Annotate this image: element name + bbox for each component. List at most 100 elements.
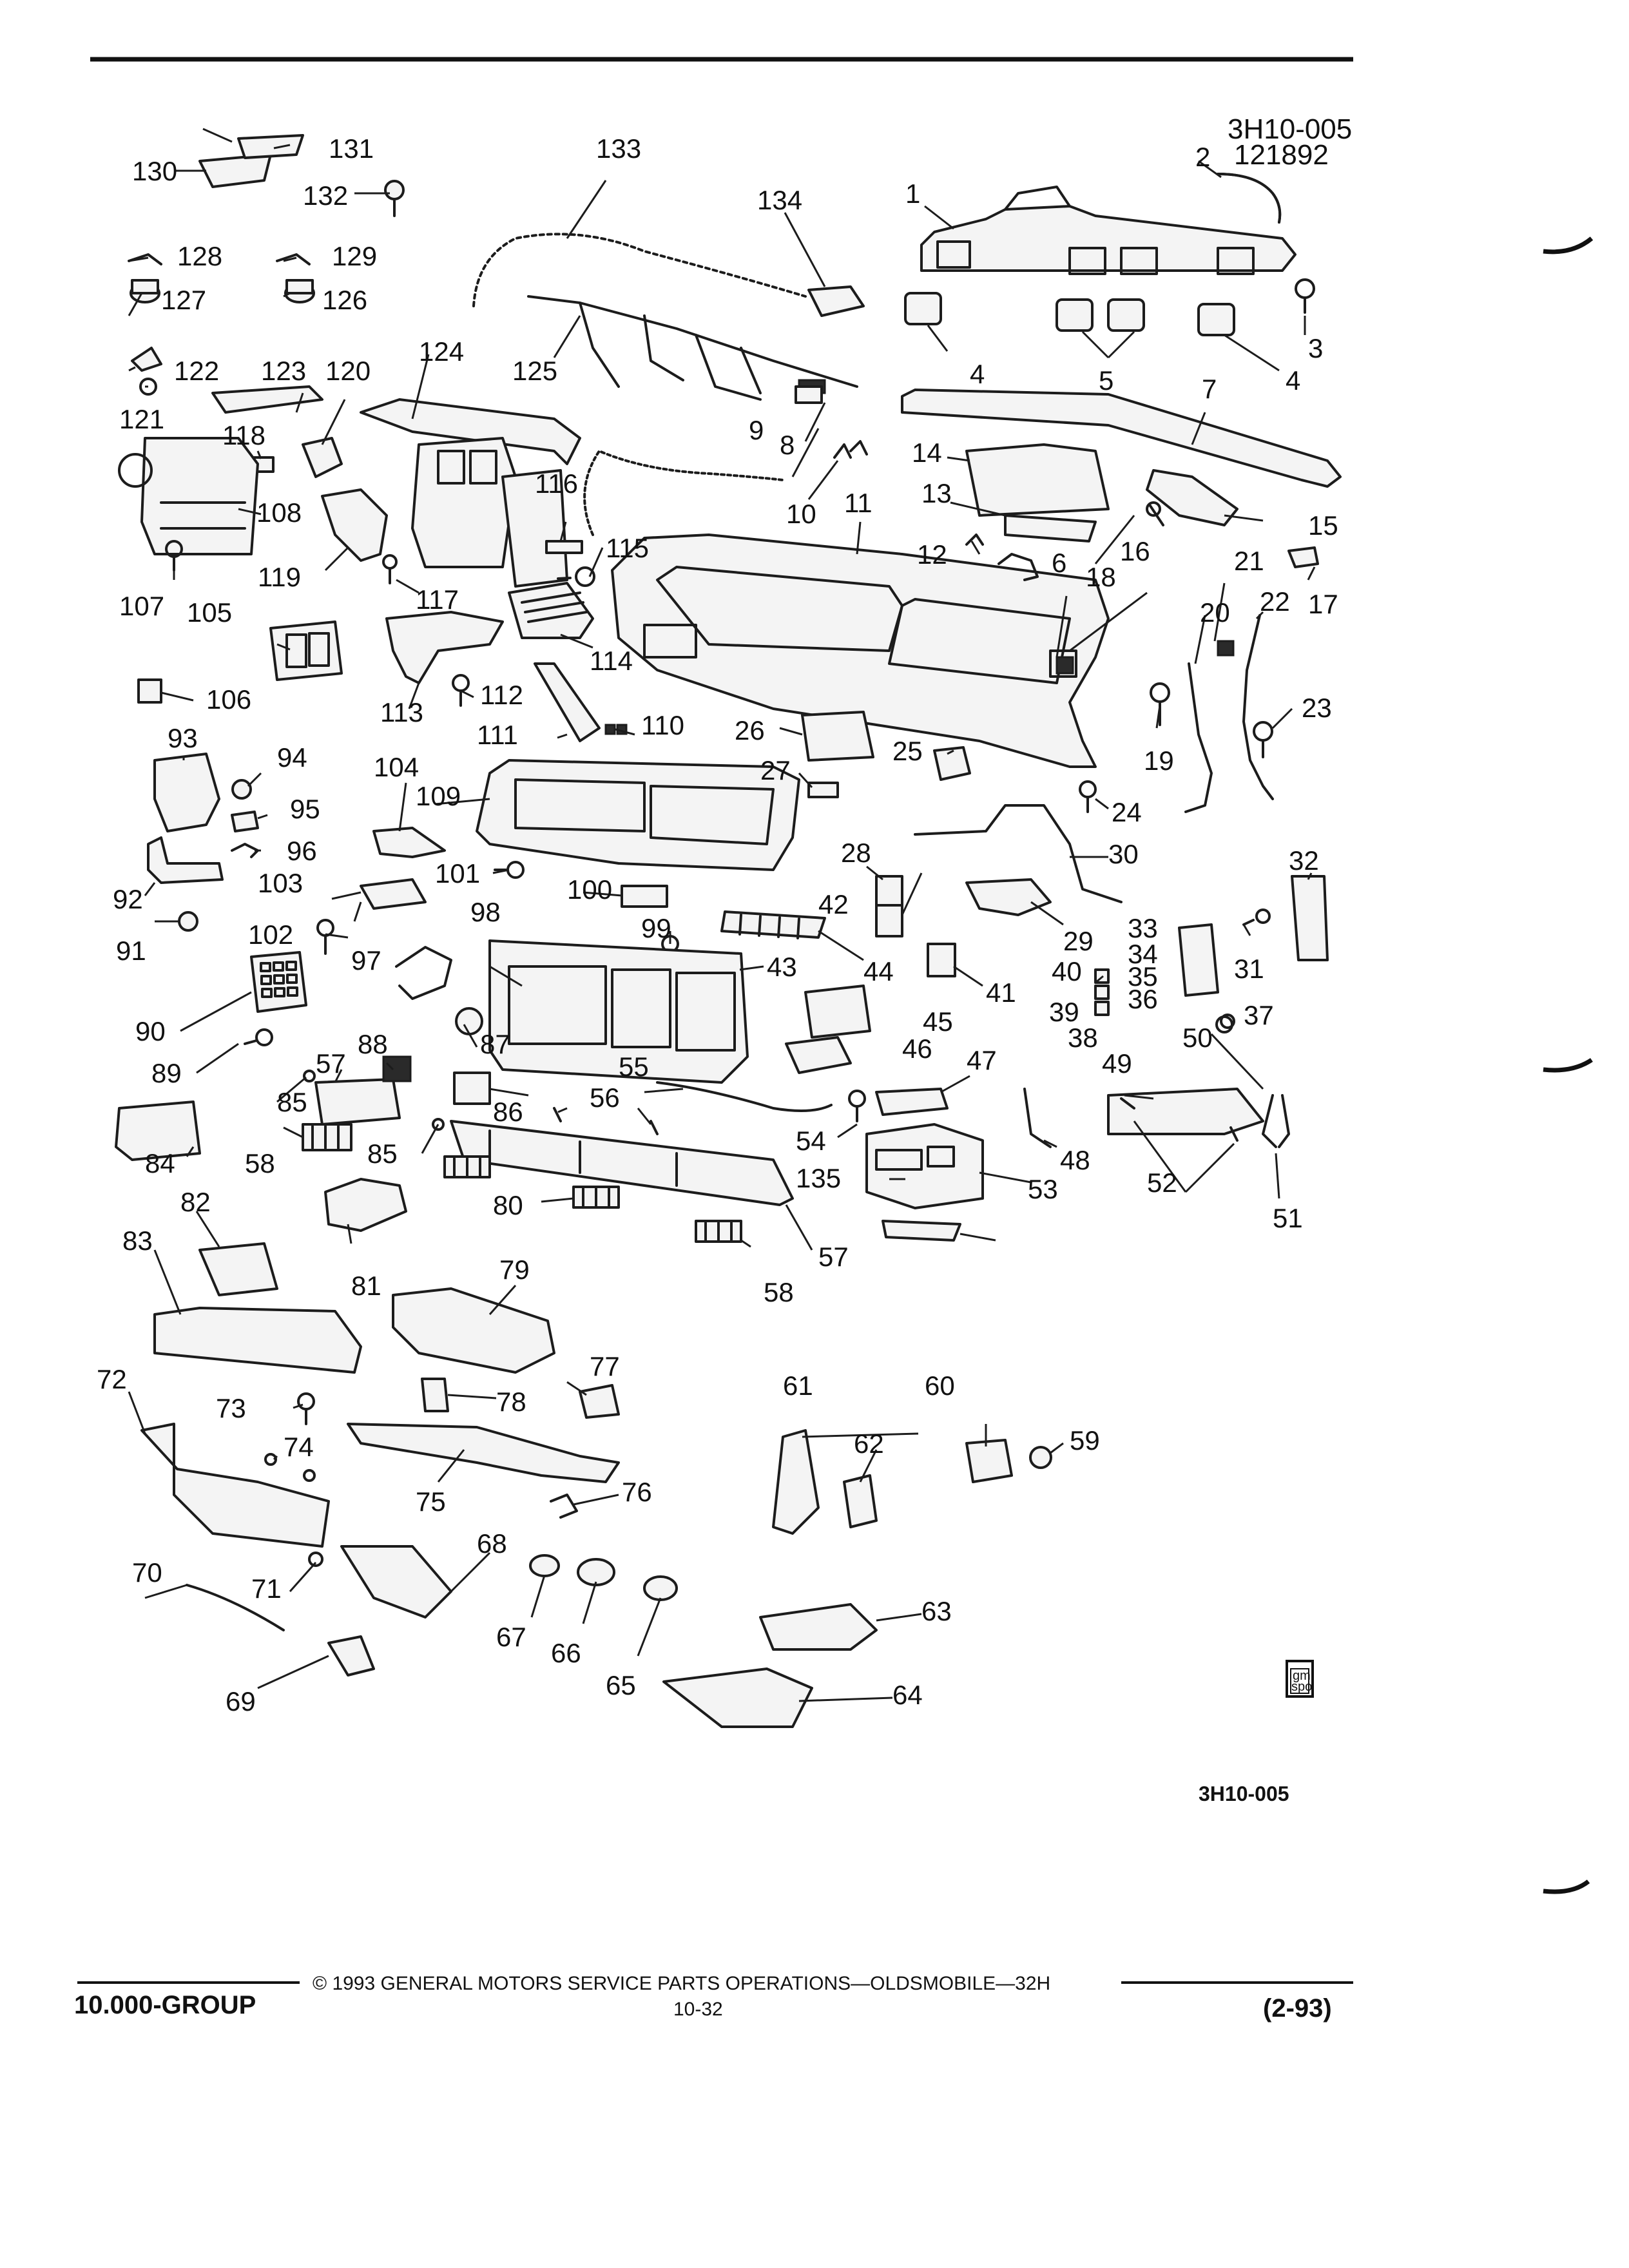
part-screw-73	[297, 1392, 315, 1425]
part-connector-8	[795, 385, 823, 404]
callout-label: 35	[1128, 961, 1158, 992]
part-glovebox-door	[965, 443, 1110, 517]
callout-label: 113	[380, 697, 423, 727]
callout-label: 21	[1234, 546, 1264, 576]
part-connector-134	[807, 285, 865, 317]
part-clip-96	[231, 843, 259, 858]
callout-label: 112	[480, 680, 523, 710]
part-harness-133	[472, 233, 807, 307]
callout-label: 101	[435, 858, 480, 889]
callout-label: 128	[177, 241, 222, 271]
part-duct-113	[385, 611, 504, 684]
callout-label: 11	[844, 488, 872, 518]
part-clip-12	[965, 533, 984, 546]
callout-label: 68	[477, 1528, 507, 1559]
part-radio-49	[1107, 1088, 1264, 1135]
part-screw-102	[316, 919, 334, 955]
callout-label: 57	[818, 1242, 849, 1272]
callout-label: 65	[606, 1670, 636, 1700]
part-vent-80b	[572, 1186, 620, 1209]
callout-label: 33	[1128, 913, 1158, 943]
callout-label: 57	[316, 1048, 346, 1079]
callout-label: 56	[590, 1082, 620, 1113]
callout-label: 41	[986, 977, 1016, 1008]
callout-label: 39	[1049, 997, 1079, 1027]
part-instrument-panel	[611, 533, 1110, 768]
callout-label: 120	[325, 356, 371, 386]
callout-label: 40	[1052, 956, 1082, 986]
callout-label: 124	[419, 336, 464, 367]
part-plate-131	[237, 134, 304, 159]
illustration-code: 3H10-005	[1228, 113, 1352, 145]
part-screw-3	[1295, 278, 1315, 314]
callout-label: 94	[277, 742, 307, 773]
part-knob-126	[284, 279, 315, 303]
part-tray-79	[392, 1287, 555, 1374]
callout-label: 51	[1273, 1203, 1303, 1233]
footer-date: (2-93)	[1263, 1994, 1332, 2023]
part-latch-assembly	[1146, 469, 1239, 526]
part-screw-19	[1150, 682, 1170, 726]
part-cable-55	[656, 1081, 833, 1112]
part-screw-54	[848, 1090, 866, 1122]
callout-label: 28	[841, 838, 871, 868]
callout-label: 76	[622, 1477, 652, 1507]
part-plate-27	[807, 782, 839, 798]
callout-label: 87	[480, 1029, 510, 1059]
callout-label: 125	[512, 356, 557, 386]
callout-label: 23	[1302, 693, 1332, 723]
callout-label: 9	[749, 415, 764, 445]
part-heater-case-108	[118, 437, 259, 555]
callout-label: 46	[902, 1033, 932, 1064]
callout-label: 69	[226, 1686, 256, 1716]
callout-label: 7	[1202, 374, 1217, 404]
callout-label: 103	[258, 868, 303, 898]
callout-label: 80	[493, 1190, 523, 1220]
footer-group: 10.000-GROUP	[74, 1991, 256, 2019]
callout-label: 55	[619, 1052, 649, 1082]
part-clip-78	[421, 1378, 449, 1412]
margin-mark-3	[1543, 1879, 1590, 1894]
part-switch-42	[875, 904, 903, 937]
callout-label: 8	[780, 430, 795, 460]
callout-label: 117	[416, 584, 459, 615]
callout-label: 108	[256, 497, 302, 528]
part-clips-10	[833, 440, 868, 459]
part-strap-70	[186, 1584, 285, 1631]
part-clip-56b	[650, 1120, 659, 1135]
footer-copyright: © 1993 GENERAL MOTORS SERVICE PARTS OPER…	[313, 1973, 1050, 1994]
callout-label: 104	[374, 752, 419, 782]
part-clip-69	[327, 1635, 375, 1677]
part-clip-17	[1287, 546, 1319, 568]
part-screw-117	[382, 554, 398, 584]
part-module-84	[115, 1100, 201, 1161]
part-hvac-module	[360, 398, 581, 588]
callout-label: 71	[251, 1573, 282, 1604]
callout-label: 38	[1068, 1023, 1098, 1053]
callout-label: 63	[921, 1596, 952, 1626]
callout-label: 49	[1102, 1048, 1132, 1079]
margin-mark-2	[1543, 1058, 1593, 1073]
part-switch-28	[875, 875, 903, 907]
part-socket-66	[577, 1558, 615, 1586]
gm-spo-logo: gm spo	[1286, 1660, 1314, 1698]
part-switch-88	[382, 1055, 412, 1082]
callout-label: 61	[783, 1370, 813, 1401]
part-screw-37	[1220, 1014, 1235, 1029]
callout-label: 62	[854, 1428, 884, 1459]
callout-label: 52	[1147, 1168, 1177, 1198]
part-radio-53	[865, 1123, 984, 1209]
callout-label: 24	[1112, 797, 1142, 827]
callout-label: 15	[1308, 510, 1338, 541]
part-defroster-grille	[901, 389, 1342, 488]
callout-label: 48	[1060, 1145, 1090, 1175]
callout-label: 116	[535, 468, 578, 499]
callout-label: 122	[174, 356, 219, 386]
callout-label: 92	[113, 884, 143, 914]
callout-label: 74	[284, 1432, 314, 1462]
callout-label: 134	[757, 185, 802, 215]
callout-label: 77	[590, 1351, 620, 1381]
callout-label: 66	[551, 1638, 581, 1668]
part-brace-75	[347, 1423, 620, 1483]
